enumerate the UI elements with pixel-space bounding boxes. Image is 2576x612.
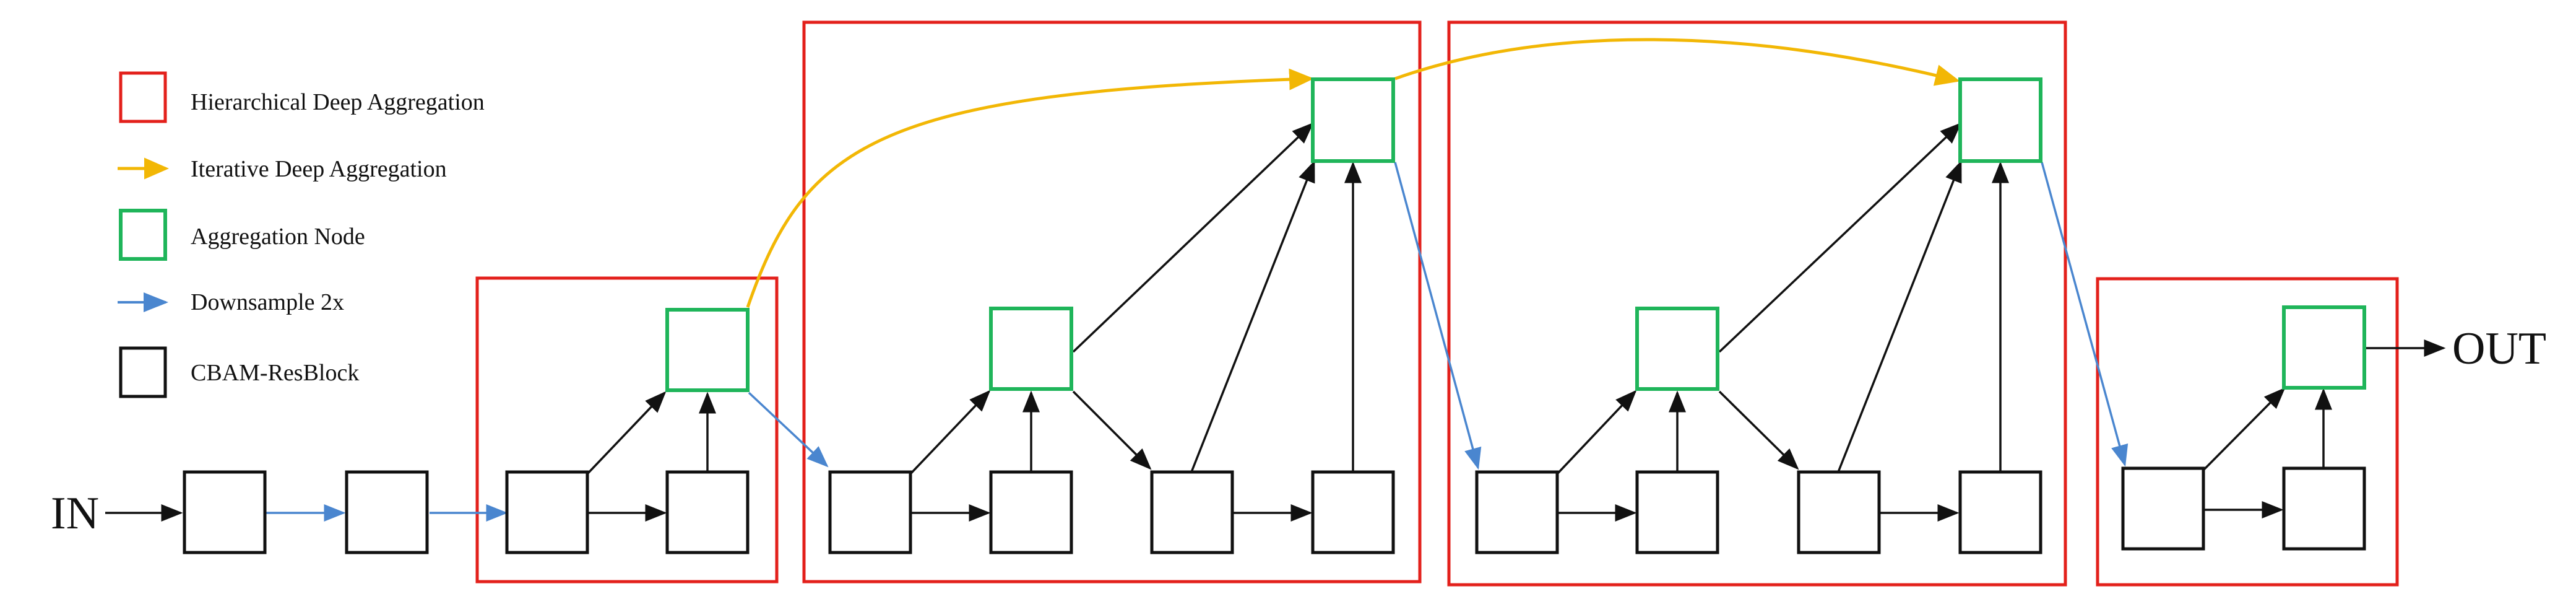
legend-downsample-label: Downsample 2x — [191, 289, 344, 315]
hda-stage-3 — [1447, 20, 2067, 587]
aggregation-arrow — [1837, 160, 1962, 473]
downsample-arrows — [266, 162, 2129, 522]
output-label: OUT — [2452, 323, 2546, 374]
resblock — [989, 470, 1073, 554]
legend-block-label: CBAM-ResBlock — [191, 360, 359, 386]
legend-agg-node-label: Aggregation Node — [191, 224, 365, 250]
aggregation-arrow — [1557, 390, 1637, 474]
legend-agg-node-swatch — [119, 209, 167, 261]
downsample-arrow — [1394, 162, 1482, 470]
resblock — [1475, 470, 1559, 554]
ida-curve — [746, 68, 1314, 308]
aggregation-node — [665, 308, 750, 392]
resblock — [345, 470, 429, 554]
aggregation-node — [1635, 307, 1719, 391]
aggregation-arrows — [587, 122, 2446, 522]
aggregation-node — [1311, 77, 1395, 163]
legend: Hierarchical Deep Aggregation Iterative … — [118, 71, 485, 398]
hda-stage-2 — [802, 20, 1422, 584]
aggregation-node — [2282, 305, 2366, 390]
aggregation-node — [1958, 77, 2042, 163]
aggregation-arrow — [1072, 122, 1314, 353]
aggregation-nodes — [665, 77, 2366, 392]
resblock — [1797, 470, 1881, 554]
resblock — [1150, 470, 1234, 554]
resblock — [2121, 466, 2205, 551]
resblock — [2282, 466, 2366, 551]
input-label: IN — [51, 488, 99, 539]
ida-curves — [746, 38, 1960, 308]
resblock — [183, 470, 267, 554]
resblock — [1635, 470, 1719, 554]
resblock — [1958, 470, 2042, 554]
downsample-arrow — [2041, 162, 2129, 467]
hda-stage-4 — [2096, 277, 2399, 587]
aggregation-arrow — [910, 390, 991, 474]
ida-curve — [1394, 38, 1960, 86]
downsample-arrow — [748, 391, 829, 468]
aggregation-arrow — [1718, 122, 1962, 353]
legend-ida-label: Iterative Deep Aggregation — [191, 156, 447, 182]
resblock — [828, 470, 912, 554]
aggregation-node — [989, 307, 1073, 391]
legend-block-swatch — [119, 346, 167, 398]
resblock — [1311, 470, 1395, 554]
hda-stage-1 — [475, 276, 779, 584]
aggregation-arrow — [587, 391, 667, 474]
aggregation-arrow — [2203, 387, 2286, 471]
resblock — [505, 470, 589, 554]
resblocks — [183, 466, 2366, 554]
aggregation-arrow — [1072, 390, 1152, 470]
resblock — [665, 470, 750, 554]
aggregation-arrow — [1190, 160, 1315, 473]
legend-hda-label: Hierarchical Deep Aggregation — [191, 89, 485, 115]
legend-hda-swatch — [119, 71, 167, 123]
aggregation-arrow — [1718, 390, 1799, 470]
